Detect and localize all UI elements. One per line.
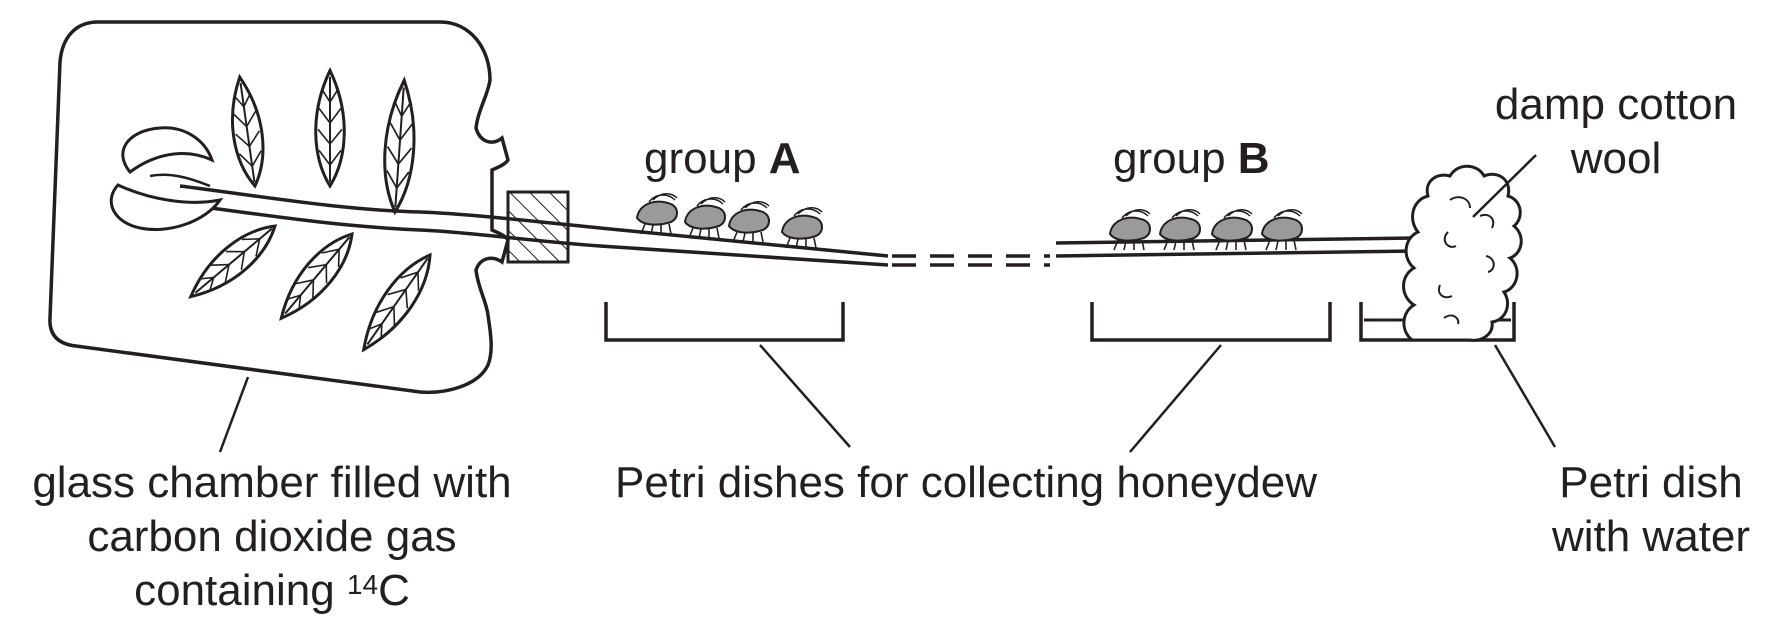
plant-stem — [179, 184, 889, 258]
label-group-b: group B — [1113, 134, 1270, 183]
leader-chamber — [218, 376, 250, 453]
leaf-upper-3 — [378, 77, 421, 215]
stem-break — [892, 254, 1050, 267]
glass-chamber — [48, 20, 510, 395]
leader-petri-a — [759, 344, 851, 448]
curled-leaf — [121, 126, 215, 175]
label-glass-chamber: glass chamber filled with carbon dioxide… — [32, 458, 512, 615]
leaf-lower-2 — [268, 223, 365, 329]
label-petri-dish-water: Petri dish with water — [1551, 458, 1751, 561]
label-group-a: group A — [644, 134, 801, 183]
bung — [506, 190, 570, 264]
leaf-lower-3 — [350, 245, 444, 360]
leaf-lower-1 — [180, 213, 286, 310]
aphid-a-2 — [684, 196, 726, 239]
aphid-a-4 — [781, 206, 823, 249]
leader-petri-b — [1129, 344, 1222, 453]
leader-cotton — [1472, 154, 1537, 218]
label-cotton-wool: damp cotton wool — [1494, 80, 1738, 183]
leader-petri-water — [1493, 344, 1557, 448]
leaf-upper-1 — [224, 73, 271, 190]
aphid-b-2 — [1159, 208, 1201, 251]
aphid-a-3 — [728, 200, 770, 243]
petri-dish-a — [604, 302, 845, 342]
aphid-a-1 — [636, 192, 678, 235]
petri-dish-b — [1090, 302, 1332, 342]
label-petri-dishes-honeydew: Petri dishes for collecting honeydew — [615, 458, 1317, 507]
cotton-wool — [1402, 164, 1523, 342]
aphid-b-4 — [1261, 208, 1303, 251]
leaf-upper-2 — [314, 68, 346, 188]
aphid-b-1 — [1109, 208, 1151, 251]
aphid-b-3 — [1211, 208, 1253, 251]
